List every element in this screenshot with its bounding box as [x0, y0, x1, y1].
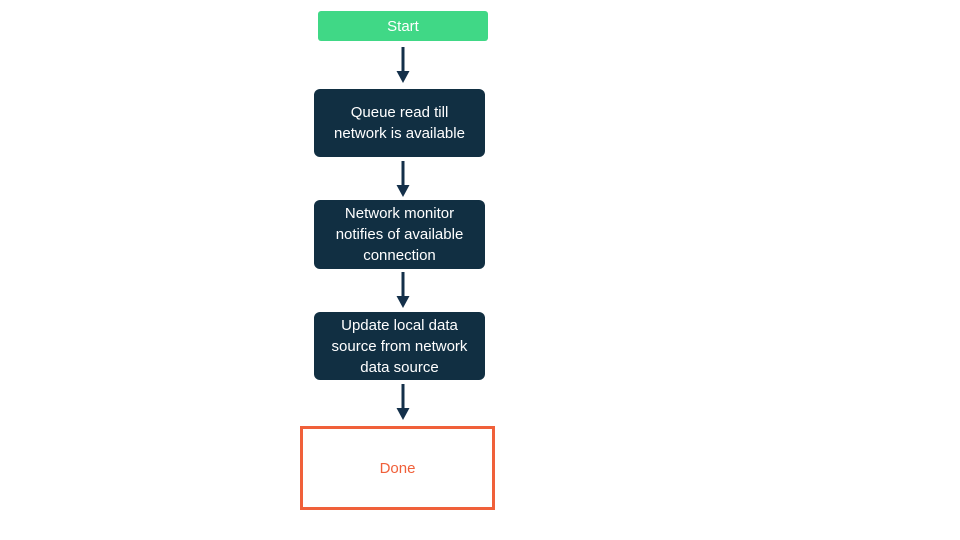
- flow-node-queue-read: Queue read till network is available: [314, 89, 485, 157]
- flow-node-update-local-data: Update local data source from network da…: [314, 312, 485, 380]
- arrow-down-icon: [395, 272, 411, 308]
- flow-node-done: Done: [300, 426, 495, 510]
- arrow-down-icon: [395, 47, 411, 83]
- arrow-down-icon: [395, 161, 411, 197]
- arrow-down-icon: [395, 384, 411, 420]
- flow-node-network-monitor: Network monitor notifies of available co…: [314, 200, 485, 269]
- flow-node-start: Start: [318, 11, 488, 41]
